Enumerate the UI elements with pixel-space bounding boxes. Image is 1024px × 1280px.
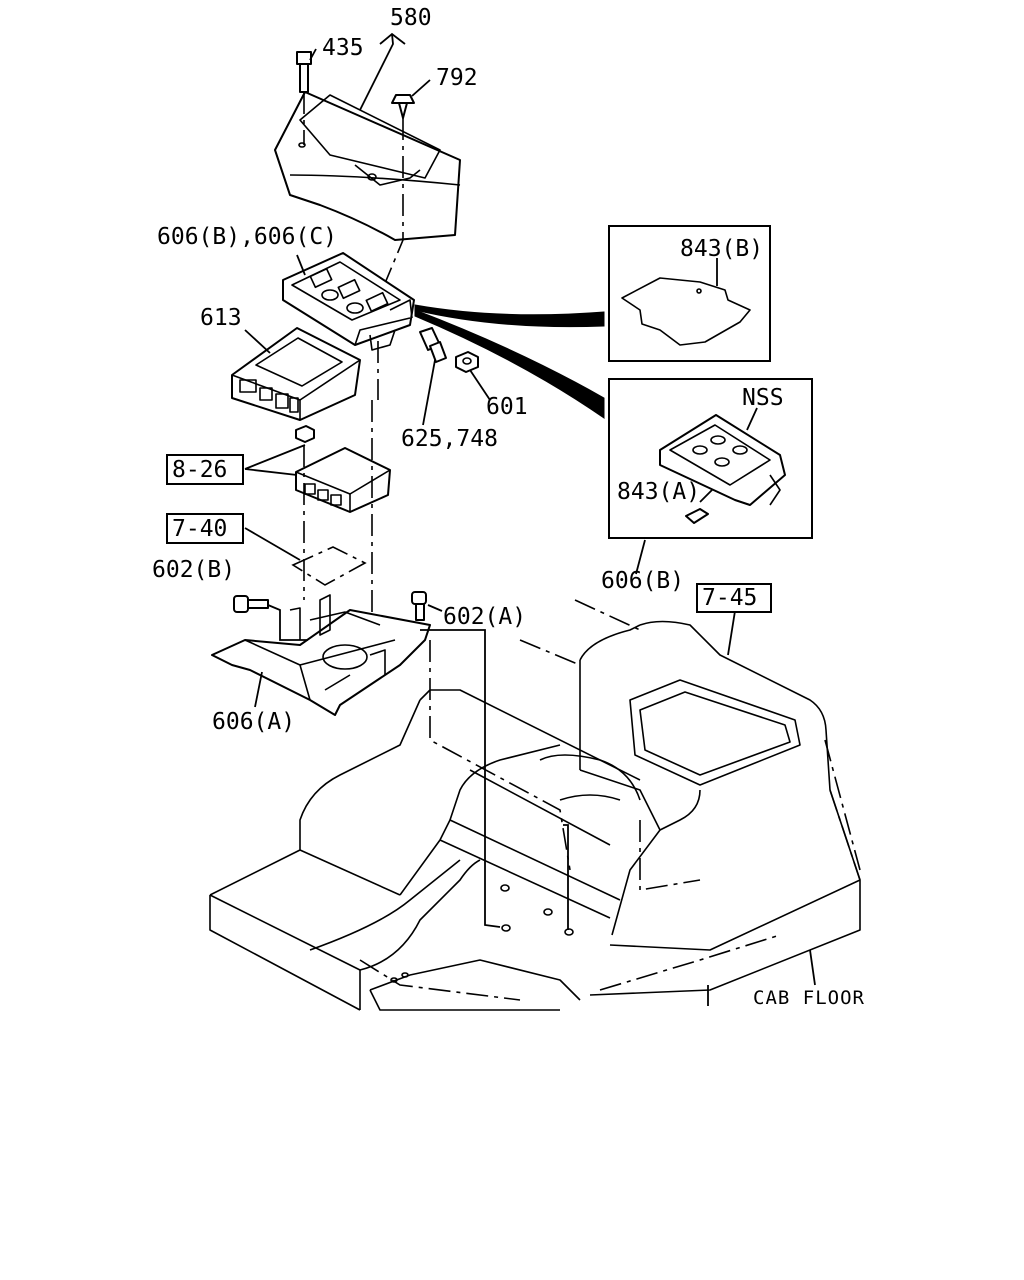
label-7-45: 7-45 <box>702 585 757 611</box>
bolt-602a <box>411 591 427 621</box>
label-8-26: 8-26 <box>172 457 227 483</box>
label-843a: 843(A) <box>617 479 700 505</box>
label-435: 435 <box>322 35 364 61</box>
module-8-26 <box>295 447 391 513</box>
bolt-602b <box>233 595 269 613</box>
nut-under-controller <box>295 425 315 443</box>
cab-floor-structure <box>209 599 861 1011</box>
upper-bracket <box>282 252 415 351</box>
nut-601 <box>455 351 479 373</box>
inset-nss <box>608 378 813 539</box>
controller-613 <box>231 327 361 421</box>
label-606bc: 606(B),606(C) <box>157 224 337 250</box>
label-602a: 602(A) <box>443 604 526 630</box>
screw-625-748 <box>419 327 447 363</box>
cover-assembly <box>274 91 461 241</box>
label-602b: 602(B) <box>152 557 235 583</box>
lower-bracket <box>211 594 431 716</box>
label-606a: 606(A) <box>212 709 295 735</box>
ref-box-7-45 <box>696 583 772 613</box>
pad-7-40 <box>291 546 367 586</box>
bolt-435 <box>296 51 312 145</box>
clip-792 <box>377 94 415 400</box>
ref-box-7-40 <box>166 513 244 544</box>
label-cab-floor: CAB FLOOR <box>753 987 865 1009</box>
label-601: 601 <box>486 394 528 420</box>
label-nss: NSS <box>742 385 784 411</box>
inset-843b <box>608 225 771 362</box>
ref-box-8-26 <box>166 454 244 485</box>
label-843b: 843(B) <box>680 236 763 262</box>
label-792: 792 <box>436 65 478 91</box>
label-580: 580 <box>390 5 432 31</box>
label-625-748: 625,748 <box>401 426 498 452</box>
label-7-40: 7-40 <box>172 516 227 542</box>
label-613: 613 <box>200 305 242 331</box>
label-606b: 606(B) <box>601 568 684 594</box>
